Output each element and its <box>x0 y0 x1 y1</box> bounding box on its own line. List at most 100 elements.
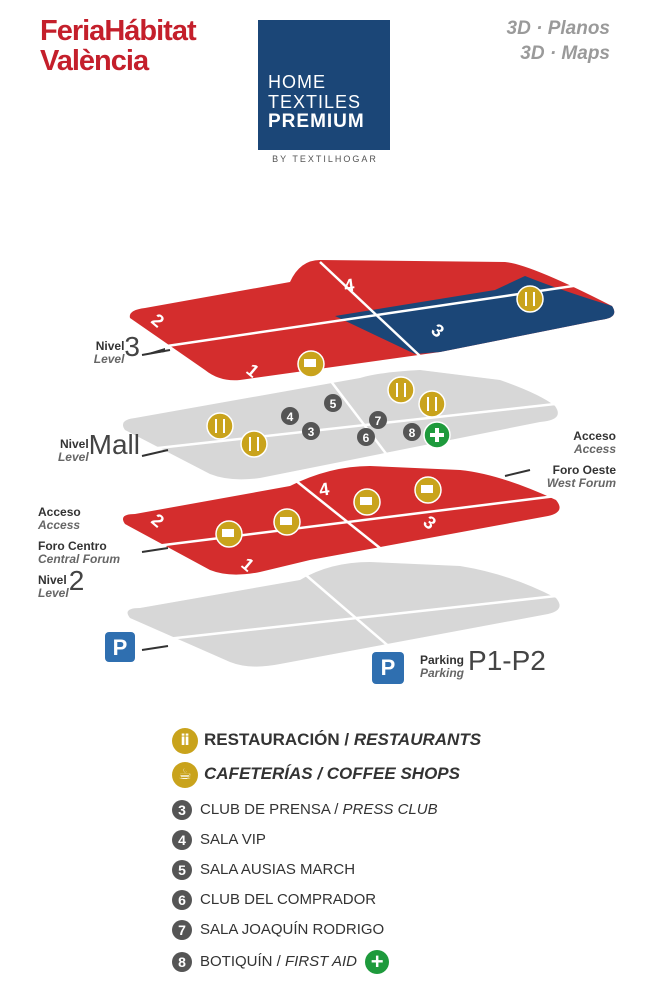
floor-plan-map: 4 2 3 1 4 2 3 1 4 5 3 7 6 8 <box>105 260 615 667</box>
access-right-label: Acceso Access <box>573 430 616 456</box>
first-aid-icon: + <box>365 950 390 974</box>
coffee-cup-icon[interactable] <box>414 476 442 504</box>
level3-label: Nivel Level 3 <box>40 333 140 366</box>
coffee-cup-icon[interactable] <box>353 488 381 516</box>
mall-label: Nivel Level Mall <box>20 431 140 464</box>
level3-num: 3 <box>124 331 140 363</box>
coffee-cup-icon[interactable] <box>273 508 301 536</box>
level3-es: Nivel <box>95 339 125 353</box>
parking-icon[interactable]: P <box>372 652 404 684</box>
hall-label-4-l3: 4 <box>343 275 356 296</box>
parking-icon-letter: P <box>113 635 128 660</box>
svg-text:7: 7 <box>375 414 382 428</box>
legend-cafes-text: CAFETERÍAS / COFFEE SHOPS <box>204 763 460 783</box>
restaurant-icon: ⅱ <box>172 728 198 754</box>
access-right-es: Acceso <box>573 429 616 443</box>
maps-title-es: 3D · Planos <box>506 18 610 39</box>
forum-center-es: Foro Centro <box>38 539 107 553</box>
access-right-en: Access <box>573 442 616 456</box>
forum-center-label: Foro Centro Central Forum <box>38 540 120 566</box>
legend-num: 7 <box>172 920 192 940</box>
logo-line1: FeriaHábitat <box>40 15 197 47</box>
parking-en: Parking <box>420 666 465 680</box>
legend-label-en: PRESS CLUB <box>342 800 438 818</box>
legend-num: 5 <box>172 860 192 880</box>
hall-label-4-l2: 4 <box>318 479 331 500</box>
legend-label-en: FIRST AID <box>285 952 357 970</box>
marker-7[interactable]: 7 <box>369 411 387 429</box>
marker-8[interactable]: 8 <box>403 423 421 441</box>
marker-6[interactable]: 6 <box>357 428 375 446</box>
svg-text:6: 6 <box>363 431 370 445</box>
legend-label: CLUB DEL COMPRADOR <box>200 890 377 908</box>
svg-text:8: 8 <box>409 426 416 440</box>
access-left-es: Acceso <box>38 505 81 519</box>
legend-label: SALA AUSIAS MARCH <box>200 860 356 878</box>
coffee-cup-icon[interactable] <box>215 520 243 548</box>
legend-restaurants: ⅱ RESTAURACIÓN / RESTAURANTS <box>172 728 481 754</box>
parking-icon[interactable] <box>105 632 135 662</box>
marker-3[interactable]: 3 <box>302 422 320 440</box>
parking-es: Parking <box>420 653 465 667</box>
marker-4[interactable]: 4 <box>281 407 299 425</box>
brand-line3: PREMIUM <box>268 111 365 132</box>
mall-num: Mall <box>88 429 140 461</box>
forum-center-en: Central Forum <box>38 552 121 566</box>
feria-habitat-logo: FeriaHábitat València <box>40 15 197 77</box>
coffee-cup-icon[interactable] <box>297 350 325 378</box>
logo-line2: València <box>40 45 149 77</box>
legend-num: 6 <box>172 890 192 910</box>
parking-letter: P <box>380 655 396 680</box>
svg-text:3: 3 <box>308 425 315 439</box>
legend-restaurants-en: RESTAURANTS <box>353 729 482 749</box>
mall-floor[interactable] <box>122 370 558 480</box>
mall-en: Level <box>57 450 89 464</box>
brand-line1: HOME <box>268 72 326 92</box>
level2-floor[interactable] <box>122 466 560 575</box>
legend-label: SALA JOAQUÍN RODRIGO <box>200 920 385 938</box>
brand-line2: TEXTILES <box>268 92 362 112</box>
restaurant-icon[interactable] <box>418 390 446 418</box>
legend-item-6: 6 CLUB DEL COMPRADOR <box>172 890 376 910</box>
restaurant-icon[interactable] <box>516 285 544 313</box>
legend-num: 8 <box>172 952 192 972</box>
legend-label: CLUB DE PRENSA / <box>200 800 343 818</box>
legend-restaurants-es: RESTAURACIÓN / <box>204 729 354 749</box>
parking-floor[interactable] <box>127 562 560 667</box>
maps-title-en: 3D · Maps <box>520 43 610 64</box>
legend-item-8: 8 BOTIQUÍN / FIRST AID + <box>172 950 390 974</box>
first-aid-icon[interactable] <box>423 421 451 449</box>
restaurant-icon[interactable] <box>240 430 268 458</box>
svg-text:5: 5 <box>330 397 337 411</box>
home-textiles-logo-text: HOME TEXTILES PREMIUM <box>268 72 365 132</box>
forum-west-label: Foro Oeste West Forum <box>547 464 616 490</box>
hall-3-navy <box>335 276 615 354</box>
coffee-cup-icon: ☕ <box>172 762 198 788</box>
restaurant-icon[interactable] <box>206 412 234 440</box>
forum-west-en: West Forum <box>546 476 616 490</box>
level2-label: Nivel Level 2 <box>38 567 84 600</box>
legend-item-3: 3 CLUB DE PRENSA / PRESS CLUB <box>172 800 438 820</box>
level3-en: Level <box>93 352 125 366</box>
legend-item-7: 7 SALA JOAQUÍN RODRIGO <box>172 920 384 940</box>
brand-by: BY TEXTILHOGAR <box>272 154 378 164</box>
forum-west-es: Foro Oeste <box>552 463 616 477</box>
legend-num: 3 <box>172 800 192 820</box>
level2-num: 2 <box>68 565 85 597</box>
level2-es: Nivel <box>38 573 67 587</box>
maps-title: 3D · Planos 3D · Maps <box>507 16 610 66</box>
home-textiles-logo-box <box>258 20 390 150</box>
svg-text:4: 4 <box>287 410 294 424</box>
level2-en: Level <box>38 586 69 600</box>
legend-item-5: 5 SALA AUSIAS MARCH <box>172 860 355 880</box>
parking-levels: P1-P2 <box>468 645 546 677</box>
marker-5[interactable]: 5 <box>324 394 342 412</box>
level3-floor[interactable] <box>129 260 615 381</box>
legend-label: BOTIQUÍN / <box>200 952 286 970</box>
access-left-en: Access <box>38 518 81 532</box>
access-left-label: Acceso Access <box>38 506 81 532</box>
mall-es: Nivel <box>59 437 89 451</box>
restaurant-icon[interactable] <box>387 376 415 404</box>
parking-label: Parking Parking P1-P2 <box>420 647 546 680</box>
